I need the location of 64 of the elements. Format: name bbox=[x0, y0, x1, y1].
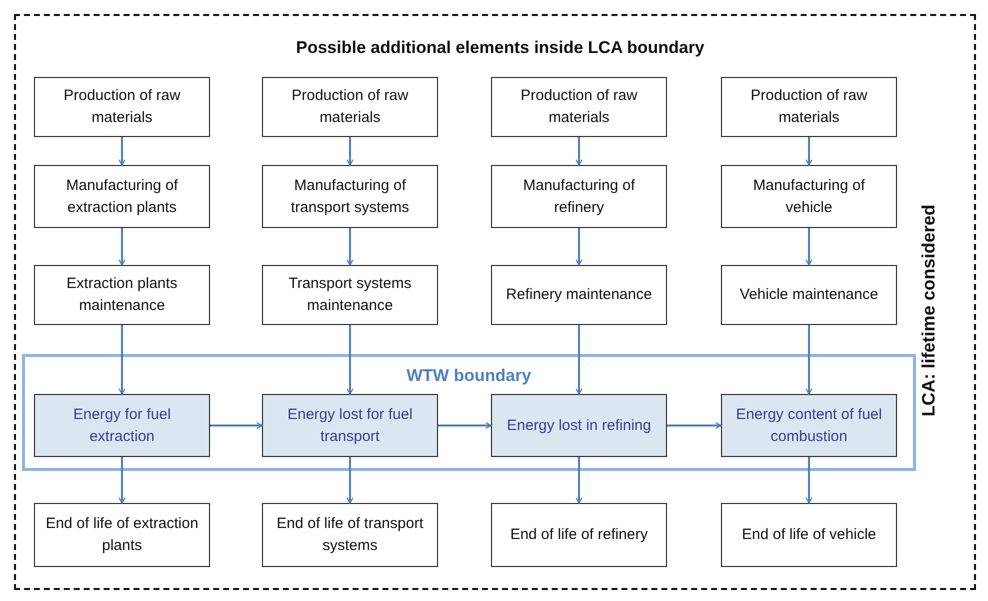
box-label: End of life of transport systems bbox=[276, 514, 424, 556]
box-label: Vehicle maintenance bbox=[738, 285, 880, 305]
wtw-boundary bbox=[22, 354, 916, 471]
box-label: Refinery maintenance bbox=[505, 285, 653, 305]
box-label: Energy lost for fuel transport bbox=[286, 404, 414, 446]
process-box bbox=[491, 165, 667, 228]
box-label: Energy for fuel extraction bbox=[72, 404, 172, 446]
arrow bbox=[118, 137, 126, 166]
arrow bbox=[667, 422, 722, 429]
process-box bbox=[34, 77, 210, 137]
box-label: Production of raw materials bbox=[62, 86, 182, 128]
box-label: Transport systems maintenance bbox=[288, 274, 412, 316]
arrow bbox=[346, 137, 354, 166]
energy-box bbox=[721, 394, 897, 457]
process-box bbox=[721, 165, 897, 228]
arrow bbox=[210, 422, 263, 429]
process-box bbox=[34, 503, 210, 567]
arrow bbox=[346, 457, 354, 504]
process-box bbox=[491, 265, 667, 325]
process-box bbox=[721, 77, 897, 137]
process-box bbox=[491, 503, 667, 567]
box-label: Production of raw materials bbox=[520, 86, 638, 128]
arrow bbox=[576, 228, 582, 266]
arrow bbox=[346, 228, 354, 266]
arrow bbox=[118, 228, 126, 266]
arrow bbox=[806, 457, 812, 504]
arrow bbox=[576, 137, 582, 166]
box-label: Manufacturing of refinery bbox=[522, 176, 636, 218]
box-label: Production of raw materials bbox=[290, 86, 410, 128]
process-box bbox=[262, 503, 438, 567]
box-label: Extraction plants maintenance bbox=[66, 274, 178, 316]
box-label: Production of raw materials bbox=[750, 86, 868, 128]
box-label: Manufacturing of extraction plants bbox=[65, 176, 179, 218]
process-box bbox=[34, 265, 210, 325]
process-box bbox=[721, 503, 897, 567]
arrow bbox=[806, 137, 812, 166]
boundary-label: LCA: lifetime considered bbox=[918, 204, 940, 416]
box-label: End of life of refinery bbox=[509, 525, 649, 545]
arrow bbox=[806, 325, 812, 395]
arrow bbox=[118, 325, 126, 395]
box-label: Energy content of fuel combustion bbox=[735, 404, 883, 446]
process-box bbox=[262, 265, 438, 325]
arrow bbox=[438, 422, 492, 429]
boundary-label: WTW boundary bbox=[406, 366, 532, 386]
energy-box bbox=[262, 394, 438, 457]
box-label: Manufacturing of vehicle bbox=[752, 176, 866, 218]
arrow bbox=[576, 325, 582, 395]
arrow bbox=[806, 228, 812, 266]
process-box bbox=[34, 165, 210, 228]
process-box bbox=[491, 77, 667, 137]
diagram-title: Possible additional elements inside LCA boundary bbox=[296, 38, 704, 58]
process-box bbox=[721, 265, 897, 325]
process-box bbox=[262, 77, 438, 137]
box-label: Energy lost in refining bbox=[506, 416, 652, 436]
box-label: End of life of vehicle bbox=[740, 525, 878, 545]
lca-boundary bbox=[14, 14, 976, 590]
arrow bbox=[118, 457, 126, 504]
process-box bbox=[262, 165, 438, 228]
box-label: End of life of extraction plants bbox=[44, 514, 200, 556]
energy-box bbox=[491, 394, 667, 457]
box-label: Manufacturing of transport systems bbox=[290, 176, 410, 218]
arrow bbox=[346, 325, 354, 395]
energy-box bbox=[34, 394, 210, 457]
arrow bbox=[576, 457, 582, 504]
